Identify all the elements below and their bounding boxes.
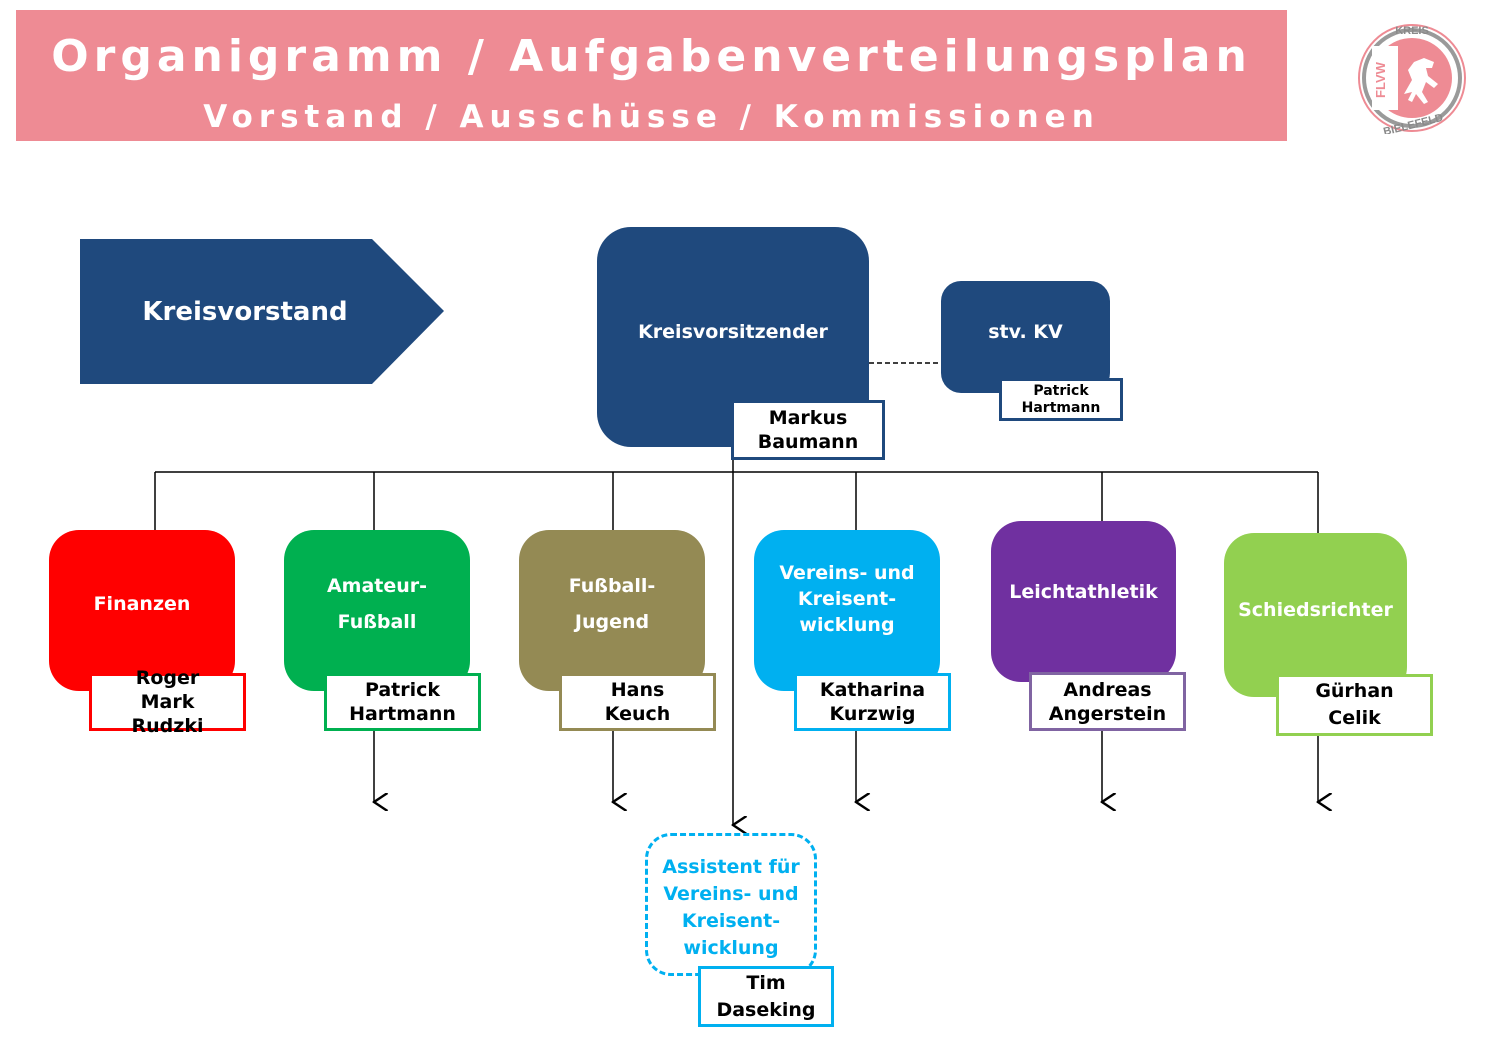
committee-role: Leichtathletik xyxy=(1009,581,1158,603)
committee-name-box-schiedsrichter: Gürhan Celik xyxy=(1276,674,1433,736)
logo-panel xyxy=(1372,46,1398,110)
assistant-box: Assistent für Vereins- und Kreisent-wick… xyxy=(645,833,817,976)
chairman-name: Markus Baumann xyxy=(757,407,859,453)
committee-role: Schiedsrichter xyxy=(1238,599,1393,621)
committee-box-leichtathletik: Leichtathletik xyxy=(991,521,1176,682)
assistant-name-box: Tim Daseking xyxy=(698,966,834,1027)
committee-name: Andreas Angerstein xyxy=(1048,678,1167,725)
committee-box-schiedsrichter: Schiedsrichter xyxy=(1224,533,1407,697)
committee-box-vereinsentwicklung: Vereins- und Kreisent-wicklung xyxy=(754,530,940,691)
logo-side-text: FLVW xyxy=(1373,61,1388,98)
assistant-role: Assistent für Vereins- und Kreisent-wick… xyxy=(662,856,800,959)
committee-name-box-amateur-fussball: Patrick Hartmann xyxy=(324,673,481,731)
deputy-box: stv. KV xyxy=(941,281,1110,393)
page-subtitle: Vorstand / Ausschüsse / Kommissionen xyxy=(203,99,1100,135)
deputy-name-box: Patrick Hartmann xyxy=(999,378,1123,421)
committee-role: Vereins- und Kreisent-wicklung xyxy=(779,561,915,636)
kreisvorstand-arrow xyxy=(80,239,444,384)
page-title: Organigramm / Aufgabenverteilungsplan xyxy=(51,31,1252,82)
logo-top-text: KREIS xyxy=(1395,25,1429,37)
committee-role: Amateur-Fußball xyxy=(326,574,428,633)
deputy-name: Patrick Hartmann xyxy=(1021,382,1101,416)
committee-box-amateur-fussball: Amateur-Fußball xyxy=(284,530,470,691)
assistant-name: Tim Daseking xyxy=(716,971,816,1021)
header-banner: Organigramm / Aufgabenverteilungsplan Vo… xyxy=(16,10,1287,141)
committee-box-finanzen: Finanzen xyxy=(49,530,235,691)
committee-name-box-leichtathletik: Andreas Angerstein xyxy=(1029,672,1186,731)
chairman-role: Kreisvorsitzender xyxy=(638,321,828,343)
deputy-role: stv. KV xyxy=(988,321,1063,343)
flvw-logo: FLVW KREIS BIELEFELD xyxy=(1358,24,1466,134)
committee-name: Gürhan Celik xyxy=(1315,680,1394,729)
committee-box-fussball-jugend: Fußball-Jugend xyxy=(519,530,705,691)
kreisvorstand-label: Kreisvorstand xyxy=(142,297,348,327)
committee-role: Fußball-Jugend xyxy=(568,574,656,633)
committee-name-box-fussball-jugend: Hans Keuch xyxy=(559,673,716,731)
committee-name: Patrick Hartmann xyxy=(349,679,456,725)
committee-name: Hans Keuch xyxy=(604,679,671,725)
chairman-name-box: Markus Baumann xyxy=(731,400,885,460)
committee-role: Finanzen xyxy=(93,592,191,615)
committee-name: Roger Mark Rudzki xyxy=(131,667,204,737)
committee-name: Katharina Kurzwig xyxy=(819,679,926,725)
horse-icon xyxy=(1404,58,1438,104)
committee-name-box-vereinsentwicklung: Katharina Kurzwig xyxy=(794,673,951,731)
committee-name-box-finanzen: Roger Mark Rudzki xyxy=(89,667,246,737)
